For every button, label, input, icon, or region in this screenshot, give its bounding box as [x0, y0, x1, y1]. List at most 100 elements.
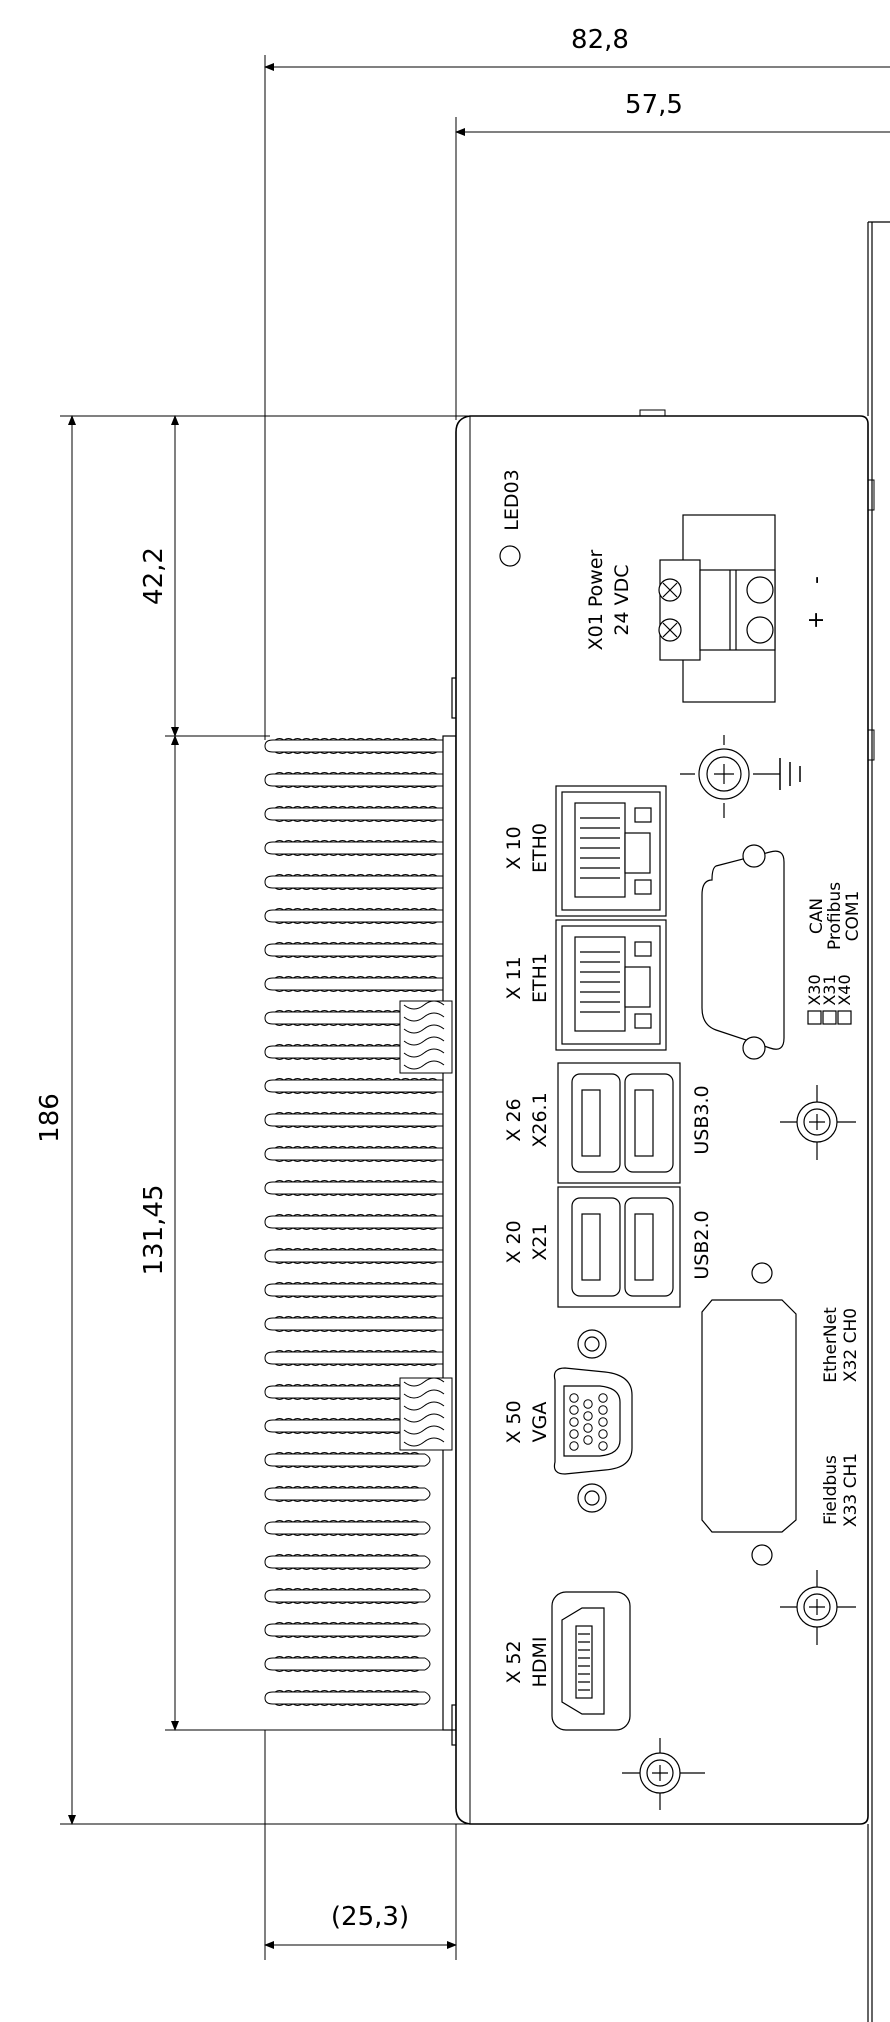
heatsink-fin-ridge — [274, 1282, 438, 1298]
vga-pin — [569, 1429, 579, 1439]
heatsink-fin-ridge — [274, 1452, 420, 1468]
heatsink-fin — [264, 1487, 425, 1501]
spring-left-lower — [399, 1377, 453, 1451]
x30-label: X30 — [805, 974, 824, 1005]
heatsink-fin — [264, 1657, 425, 1671]
heatsink-fin — [264, 1555, 425, 1569]
power-minus-label: - — [804, 576, 829, 584]
heatsink-fin — [264, 1147, 443, 1161]
vga-label-line2: VGA — [529, 1402, 551, 1443]
heatsink-fin — [264, 977, 443, 991]
fieldbus-label-line1: Fieldbus — [821, 1455, 841, 1525]
heatsink-fin-ridge — [274, 1622, 420, 1638]
vga-pin — [583, 1435, 593, 1445]
status-indicator — [751, 1262, 773, 1284]
spring-left-upper — [399, 1000, 453, 1074]
dim-front-width: 57,5 — [625, 90, 683, 120]
heatsink-fin — [264, 773, 443, 787]
extension-lines — [60, 55, 470, 1960]
heatsink-fin-end — [424, 1521, 431, 1535]
heatsink-fin — [264, 739, 443, 753]
jumper-boxes — [807, 1010, 852, 1025]
can-label: CAN — [807, 898, 827, 934]
heatsink-fin — [264, 807, 443, 821]
heatsink-fin-ridge — [274, 1180, 438, 1196]
heatsink-fin-ridge — [274, 806, 438, 822]
panel-screw — [780, 1085, 856, 1160]
hdmi-label-line1: X 52 — [503, 1640, 525, 1683]
heatsink-fin-ridge — [274, 772, 438, 788]
heatsink-fin-end — [424, 1691, 431, 1705]
vga-pin — [598, 1417, 608, 1427]
power-label-line2: 24 VDC — [611, 564, 633, 635]
heatsink-fin — [264, 1623, 425, 1637]
led03-indicator — [499, 545, 521, 567]
dim-top-offset: 42,2 — [139, 547, 169, 605]
usb3-type-label: USB3.0 — [691, 1085, 713, 1154]
vga-label-line1: X 50 — [503, 1400, 525, 1443]
hdmi-port — [551, 1591, 631, 1731]
heatsink-fin-ridge — [274, 1588, 420, 1604]
usb2-label-line1: X 20 — [503, 1220, 525, 1263]
heatsink-fin-ridge — [274, 1248, 438, 1264]
heatsink-fin-ridge — [274, 976, 438, 992]
vga-pin — [569, 1405, 579, 1415]
fieldbus-label-line2: X33 CH1 — [841, 1453, 861, 1527]
eth1-port — [555, 919, 667, 1051]
heatsink-fin — [264, 1215, 443, 1229]
heatsink-fin-end — [424, 1589, 431, 1603]
dim-overall-height: 186 — [35, 1093, 65, 1143]
eth1-label-line1: X 11 — [503, 956, 525, 999]
ethernet-label-line2: X32 CH0 — [841, 1308, 861, 1382]
heatsink-body — [442, 677, 458, 1746]
vga-pin — [569, 1441, 579, 1451]
usb2-port-pair — [557, 1186, 681, 1308]
heatsink-fins — [264, 738, 443, 1706]
connector-labels: LED03 X01 Power 24 VDC + - X 10 ETH0 X 1… — [501, 469, 863, 1687]
heatsink-fin — [264, 1453, 425, 1467]
usb2-label-line2: X21 — [529, 1223, 551, 1260]
eth0-label-line1: X 10 — [503, 826, 525, 869]
heatsink-fin — [264, 1011, 443, 1025]
heatsink-fin-ridge — [274, 1214, 438, 1230]
usb3-label-line1: X 26 — [503, 1098, 525, 1141]
heatsink-fin-ridge — [274, 1078, 438, 1094]
status-indicator — [751, 1544, 773, 1566]
com1-dsub-port — [701, 844, 785, 1060]
heatsink-fin-end — [424, 1555, 431, 1569]
heatsink-fin — [264, 1419, 443, 1433]
panel-screw — [780, 1570, 856, 1645]
heatsink-fin-end — [424, 1623, 431, 1637]
dim-fin-height: 131,45 — [139, 1185, 169, 1276]
heatsink-fin-ridge — [274, 840, 438, 856]
heatsink-fin — [264, 943, 443, 957]
heatsink-fin-ridge — [274, 1520, 420, 1536]
power-plus-label: + — [804, 611, 829, 629]
led03-label: LED03 — [501, 469, 523, 530]
heatsink-fin — [264, 1691, 425, 1705]
ethernet-label-line1: EtherNet — [821, 1307, 841, 1383]
heatsink-fin — [264, 1385, 443, 1399]
dim-fin-depth: (25,3) — [331, 1902, 409, 1932]
heatsink-fin — [264, 1283, 443, 1297]
vga-pin — [583, 1423, 593, 1433]
heatsink-fin — [264, 1181, 443, 1195]
heatsink-fin-ridge — [274, 1146, 438, 1162]
usb3-label-line2: X26.1 — [529, 1092, 551, 1147]
heatsink-fin-ridge — [274, 1316, 438, 1332]
vga-pin — [598, 1405, 608, 1415]
heatsink-fin — [264, 1079, 443, 1093]
heatsink-fin-ridge — [274, 1554, 420, 1570]
power-label-line1: X01 Power — [585, 549, 607, 650]
heatsink-fin-ridge — [274, 1350, 438, 1366]
heatsink-fin — [264, 1521, 425, 1535]
usb3-port-pair — [557, 1062, 681, 1184]
vga-pin — [583, 1411, 593, 1421]
x31-label: X31 — [820, 974, 839, 1005]
hdmi-label-line2: HDMI — [529, 1637, 551, 1688]
eth0-port — [555, 785, 667, 917]
heatsink-fin-ridge — [274, 738, 438, 754]
heatsink-fin — [264, 1045, 443, 1059]
eth1-label-line2: ETH1 — [529, 953, 551, 1003]
